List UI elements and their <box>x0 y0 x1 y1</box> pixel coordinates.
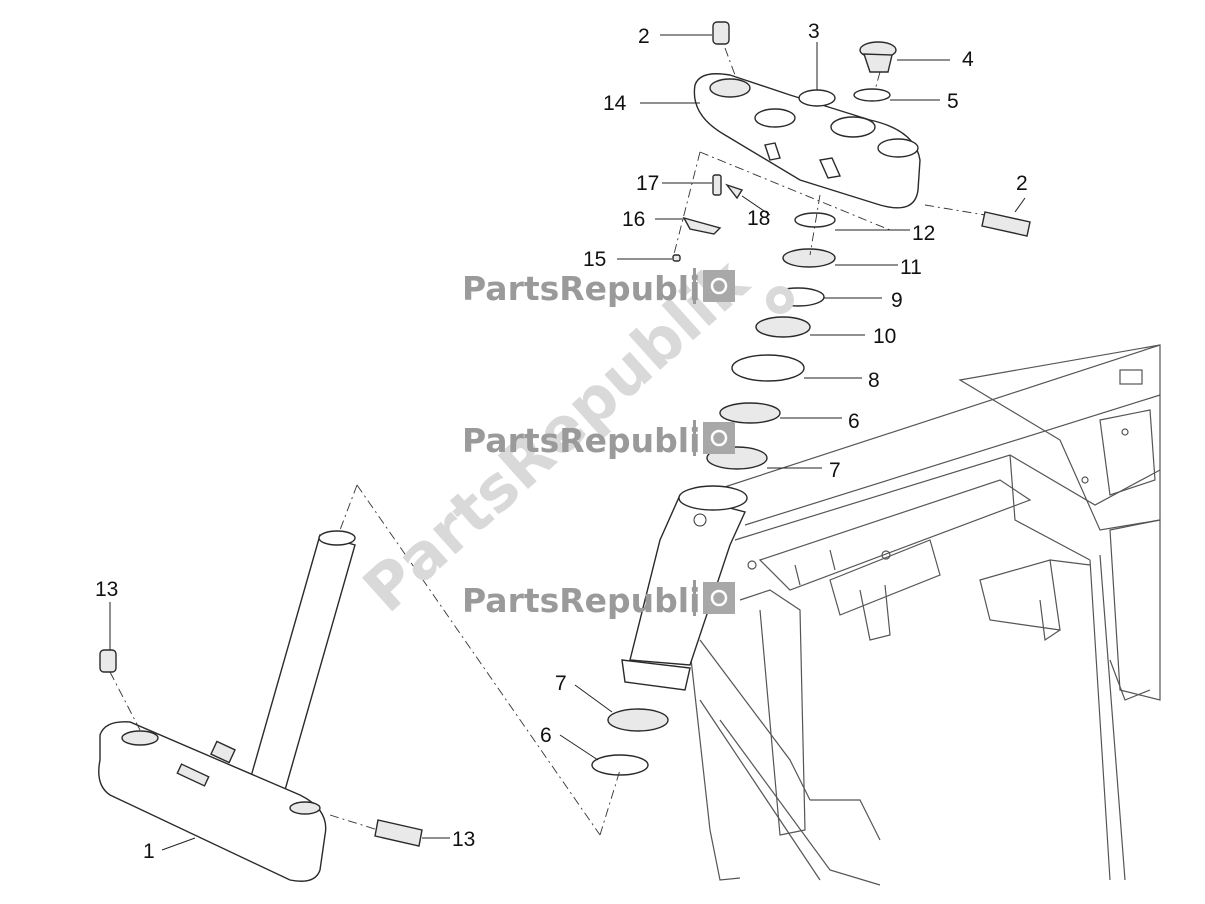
callout-14: 14 <box>603 92 627 115</box>
watermark-text: PartsRepublik <box>462 421 723 460</box>
callout-12: 12 <box>912 222 935 245</box>
head-tube <box>621 485 748 691</box>
small-parts <box>672 174 744 262</box>
callout-6: 6 <box>848 410 860 433</box>
callout-7: 7 <box>829 459 841 482</box>
watermark-divider <box>693 420 696 456</box>
callout-7-lower: 7 <box>555 672 567 695</box>
callout-1: 1 <box>143 840 155 863</box>
callout-2: 2 <box>638 25 650 48</box>
bolt-top <box>712 21 730 45</box>
callout-6-lower: 6 <box>540 724 552 747</box>
callout-11: 11 <box>900 256 922 279</box>
callout-4: 4 <box>962 48 974 71</box>
watermark-divider <box>693 268 696 304</box>
watermark-text: PartsRepublik <box>462 269 723 308</box>
callout-3: 3 <box>808 20 820 43</box>
callout-16: 16 <box>622 208 645 231</box>
lower-seal <box>591 754 649 776</box>
callout-10: 10 <box>873 325 896 348</box>
gear-icon <box>703 270 735 302</box>
steering-stem <box>98 530 356 882</box>
callout-2-side: 2 <box>1016 172 1028 195</box>
callout-13-lower: 13 <box>452 828 475 851</box>
upper-triple-clamp <box>693 73 921 209</box>
washer <box>853 88 891 102</box>
callout-13-top: 13 <box>95 578 118 601</box>
watermark-row-2: PartsRepublik <box>462 420 735 460</box>
watermark-row-1: PartsRepublik <box>462 268 735 308</box>
motorcycle-frame <box>689 344 1161 886</box>
bolt-side <box>981 211 1031 237</box>
cap-nut <box>859 41 897 73</box>
lower-bearing <box>607 708 669 732</box>
watermark-text: PartsRepublik <box>462 581 723 620</box>
callout-9: 9 <box>891 289 903 312</box>
callout-17: 17 <box>636 172 659 195</box>
callouts: 2 3 4 5 14 2 17 18 16 12 15 11 9 10 8 6 … <box>95 20 1028 863</box>
leader-lines <box>109 34 1026 851</box>
callout-8: 8 <box>868 369 880 392</box>
callout-15: 15 <box>583 248 606 271</box>
stem-bolts <box>99 649 423 847</box>
watermark-divider <box>693 580 696 616</box>
callout-18: 18 <box>747 207 770 230</box>
gear-icon <box>703 582 735 614</box>
gear-icon <box>703 422 735 454</box>
callout-5: 5 <box>947 90 959 113</box>
watermark-gear-mid <box>766 286 794 314</box>
watermark-row-3: PartsRepublik <box>462 580 735 620</box>
alignment-lines <box>109 47 986 836</box>
